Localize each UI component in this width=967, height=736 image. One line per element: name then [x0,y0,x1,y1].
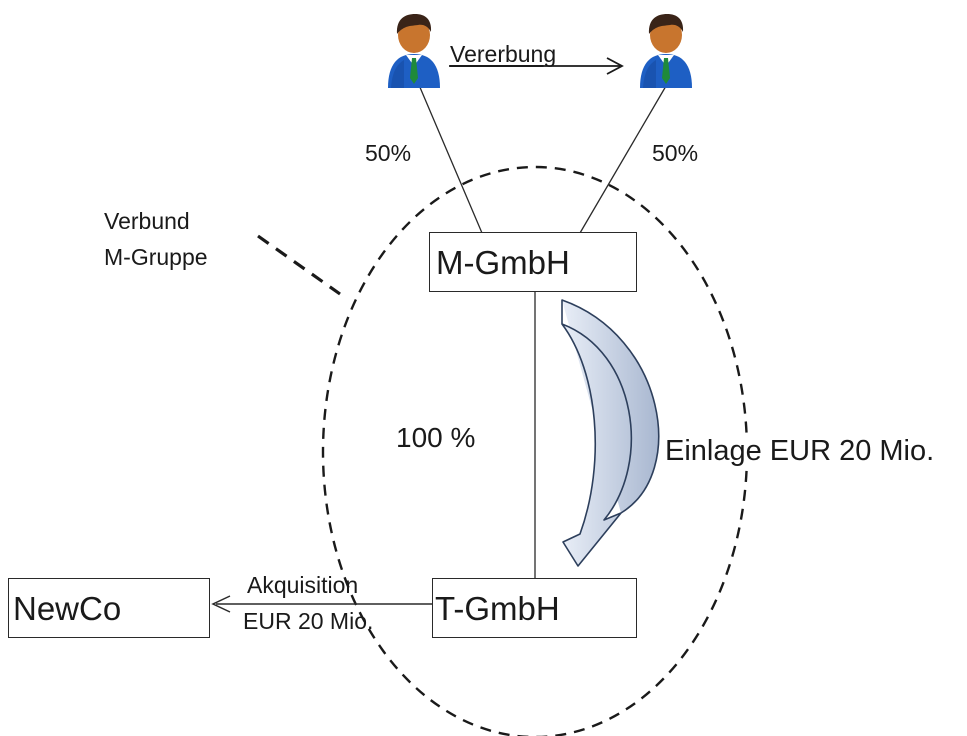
shareholder-right-person-icon [636,12,696,88]
group-label-line1: Verbund [104,208,190,234]
m-gmbh-label: M-GmbH [436,243,570,281]
shareholder-left-person-icon [384,12,444,88]
subsidiary-share-label: 100 % [396,422,476,453]
shareholder-line-right [579,85,667,234]
inheritance-label: Vererbung [450,41,557,67]
inheritance-arrow-head [606,57,624,75]
newco-box: NewCo [8,578,210,638]
acquisition-label-line1: Akquisition [247,572,359,598]
t-gmbh-label: T-GmbH [435,589,560,627]
share-right-label: 50% [652,140,699,166]
newco-label: NewCo [13,589,122,627]
acquisition-label-line2: EUR 20 Mio. [243,608,374,634]
share-left-label: 50% [365,140,412,166]
contribution-label: Einlage EUR 20 Mio. [665,434,937,469]
group-label-line2: M-Gruppe [104,244,208,270]
group-label-pointer [257,234,341,296]
shareholder-line-left [418,84,483,234]
acquisition-arrow-head [211,595,231,613]
contribution-curved-arrow [561,299,660,567]
t-gmbh-box: T-GmbH [432,578,637,638]
m-gmbh-box: M-GmbH [429,232,637,292]
